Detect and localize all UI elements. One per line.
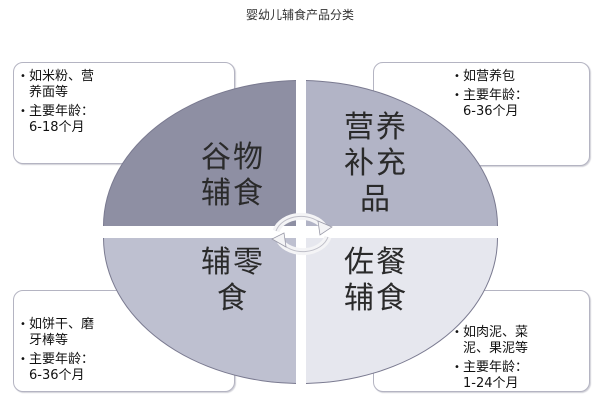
quadrant-label-cereal: 谷物辅食 (201, 140, 265, 211)
quadrant-nutrition (306, 80, 501, 226)
example-item: 如肉泥、菜泥、果泥等 (454, 325, 584, 357)
quadrant-label-meal: 佐餐辅食 (344, 245, 408, 316)
quadrant-cereal (103, 80, 296, 226)
quadrant-label-snack: 辅零食 (201, 245, 265, 316)
age-item: 主要年龄：6-36个月 (20, 352, 132, 384)
example-item: 如营养包 (454, 69, 584, 85)
age-item: 主要年龄：6-18个月 (20, 104, 132, 136)
quadrant-label-nutrition: 营养补充品 (344, 110, 408, 217)
quadrant-snack (103, 238, 296, 385)
age-item: 主要年龄：6-36个月 (454, 88, 584, 120)
age-item: 主要年龄：1-24个月 (454, 360, 584, 392)
category-pie: 谷物辅食 营养补充品 辅零食 佐餐辅食 (103, 80, 501, 385)
quadrant-meal (306, 238, 501, 385)
diagram-title: 婴幼儿辅食产品分类 (245, 8, 354, 22)
cycle-arrows-icon (271, 212, 333, 256)
